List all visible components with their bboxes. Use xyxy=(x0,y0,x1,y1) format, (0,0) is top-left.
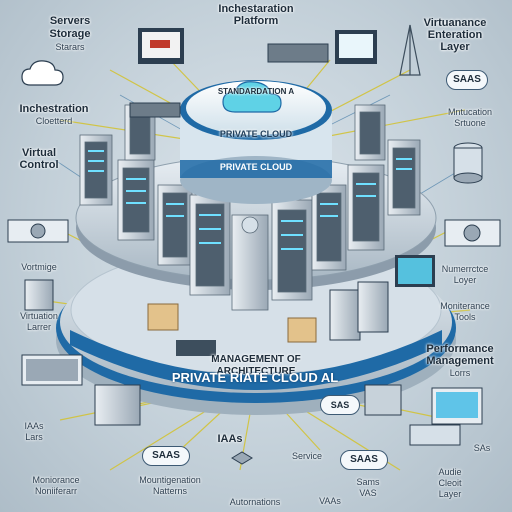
keyboard-icon xyxy=(21,354,83,386)
label-virtual-control-2: Control xyxy=(19,159,59,171)
label-sams-2: VAS xyxy=(359,488,377,498)
center-band-label: PRIVATE CLOUD xyxy=(219,162,293,172)
label-virt-orch-3: Layer xyxy=(440,41,470,53)
label-audie-1: Audie xyxy=(438,467,462,477)
cube-icon xyxy=(231,451,253,465)
label-infra-left-1: Inchestration xyxy=(19,103,89,115)
server-rack-icon xyxy=(94,384,141,426)
label-automations: Autornations xyxy=(229,497,281,507)
server-rack-icon xyxy=(189,194,231,296)
label-service: Service xyxy=(291,451,322,461)
central-cloud-cylinder xyxy=(180,80,332,204)
center-title-bottom: PRIVATE CLOUD xyxy=(219,129,293,139)
cloud-icon xyxy=(21,60,64,86)
label-virt-layer-2: Larrer xyxy=(26,322,51,332)
label-numerics-1: Numerrctce xyxy=(441,264,489,274)
label-perf-1: Performance xyxy=(426,343,494,355)
server-rack-icon xyxy=(354,104,386,161)
saas-pill-left: SAAS xyxy=(142,446,190,466)
label-iaas-left-2: Lars xyxy=(25,432,43,442)
label-vaas: VAAs xyxy=(319,496,341,506)
label-numerics-2: Loyer xyxy=(453,275,477,285)
label-mntuc-2: Srtuone xyxy=(454,118,486,128)
keyboard-icon xyxy=(129,102,181,118)
label-perf-2: Management xyxy=(426,355,494,367)
label-infra-left-2: Cloetterd xyxy=(35,116,73,126)
keyboard-icon xyxy=(267,43,329,63)
label-infra-platform-2: Platform xyxy=(233,15,279,27)
management-line-2: ARCHITECTURE xyxy=(216,366,296,377)
cube-icon xyxy=(176,340,216,356)
label-mntuc-1: Mntucation xyxy=(447,107,493,117)
ring-text: PRIVATE RIATE CLOUD AL xyxy=(171,370,339,385)
label-maint-2: Tools xyxy=(454,312,476,322)
label-iaas-bottom: IAAs xyxy=(217,433,243,445)
laptop-icon xyxy=(431,387,483,425)
antenna-tower-icon xyxy=(399,24,421,76)
database-icon xyxy=(7,219,69,243)
server-rack-icon xyxy=(157,184,193,266)
label-monitor-2: Noniiferarr xyxy=(34,486,77,496)
database-icon xyxy=(444,219,501,247)
saas-pill-right: SAAS xyxy=(340,450,388,470)
label-virt-layer-1: Virtuation xyxy=(20,311,58,321)
label-iaas-left-1: IAAs xyxy=(24,421,44,431)
server-rack-icon xyxy=(329,281,389,341)
label-maint-1: Moniterance xyxy=(440,301,490,311)
server-rack-icon xyxy=(387,139,421,216)
label-monitor-1: Moniorance xyxy=(32,475,80,485)
label-audie-3: Layer xyxy=(438,489,462,499)
monitor-icon xyxy=(138,28,184,64)
cube-icon xyxy=(364,384,402,416)
server-rack-icon xyxy=(24,279,54,311)
box-icon xyxy=(147,303,317,343)
label-virtual-control-1: Virtual xyxy=(21,147,57,159)
label-virt-orch-2: Enteration xyxy=(427,29,483,41)
laptop-icon xyxy=(395,255,435,287)
ring-band xyxy=(70,330,442,390)
label-vortmige: Vortmige xyxy=(21,262,57,272)
monitor-icon xyxy=(335,30,377,64)
cloud-icon xyxy=(222,81,282,113)
laptop-icon xyxy=(409,424,461,446)
label-audie-2: Cleoit xyxy=(438,478,462,488)
sas-box-top: SAS xyxy=(320,395,360,415)
label-mount-2: Natterns xyxy=(152,486,187,496)
label-storage: Storage xyxy=(49,28,91,40)
label-mount-1: Mountigenation xyxy=(139,475,201,485)
saas-badge-top-right: SAAS xyxy=(446,70,488,90)
database-icon xyxy=(453,142,483,184)
label-storage-sub: Starars xyxy=(55,42,85,52)
server-rack-icon xyxy=(347,164,385,251)
label-servers: Servers xyxy=(49,15,91,27)
label-sams-1: Sams xyxy=(356,477,380,487)
management-line-1: MANAGEMENT OF xyxy=(211,354,301,365)
server-rack-icon xyxy=(311,184,347,271)
rack-lights xyxy=(88,150,412,250)
server-rack-icon xyxy=(117,159,155,241)
label-infra-platform-1: Inchestaration xyxy=(218,3,294,15)
label-sas-right: SAs xyxy=(473,443,491,453)
label-virt-orch-1: Virtuanance xyxy=(423,17,487,29)
server-rack-icon xyxy=(231,214,269,311)
label-perf-3: Lorrs xyxy=(449,368,471,378)
center-title-top: STANDARDATION A xyxy=(217,87,295,96)
